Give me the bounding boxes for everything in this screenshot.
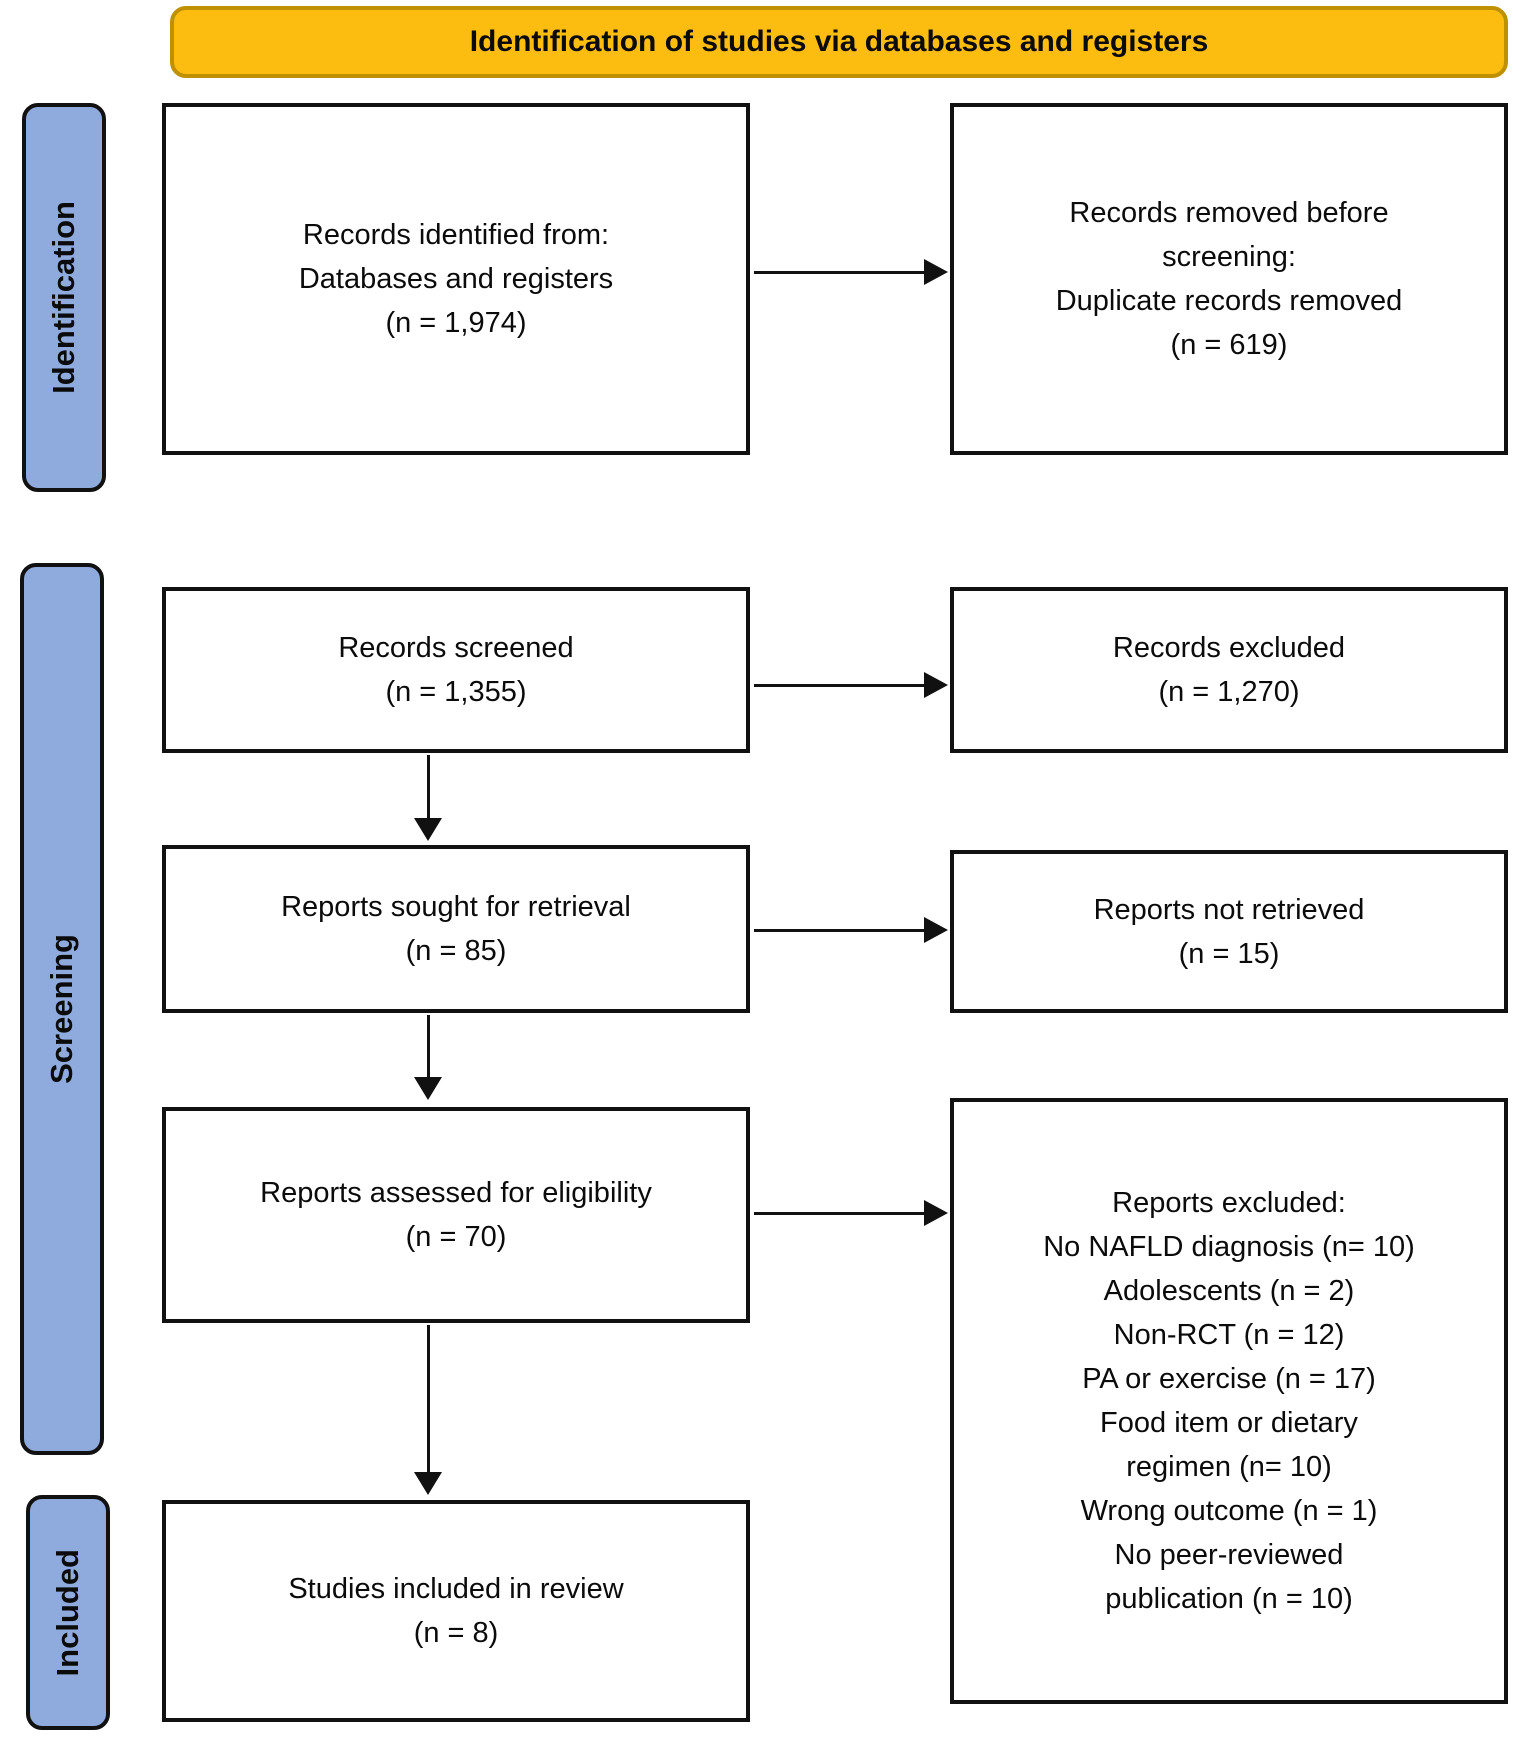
box-records-excluded-line: Records excluded [1112,632,1346,664]
box-reports-not-retrieved-line: Reports not retrieved [1093,893,1365,926]
arrow-screened-to-sought-line [427,755,430,819]
stage-label-identification-text: Identification [46,201,81,394]
box-reports-excluded-reason: regimen (n= 10) [1126,1451,1332,1483]
box-records-removed-line: screening: [1162,241,1296,273]
box-reports-excluded-reason: No peer-reviewed [1114,1539,1344,1571]
box-reports-sought-count: (n = 85) [405,935,507,967]
box-studies-included-line: Studies included in review [288,1573,624,1605]
box-records-removed-line: Records removed before [1069,197,1389,229]
box-records-identified-line: Records identified from: [302,219,610,251]
box-reports-assessed-count: (n = 70) [405,1221,507,1253]
box-records-removed-count: (n = 619) [1170,329,1288,361]
box-reports-not-retrieved: Reports not retrieved (n = 15) [950,850,1508,1013]
arrow-assessed-to-included-head [414,1472,442,1495]
arrow-screened-to-excluded-line [754,684,926,687]
box-reports-excluded-reason: Adolescents (n = 2) [1103,1275,1355,1307]
box-records-screened-line: Records screened [338,632,574,664]
box-records-removed: Records removed before screening: Duplic… [950,103,1508,455]
box-records-identified: Records identified from: Databases and r… [162,103,750,455]
box-reports-not-retrieved-count: (n = 15) [1178,937,1280,970]
box-studies-included: Studies included in review (n = 8) [162,1500,750,1722]
box-reports-assessed: Reports assessed for eligibility (n = 70… [162,1107,750,1323]
box-reports-excluded-reason: publication (n = 10) [1105,1583,1353,1615]
box-reports-excluded-reason: PA or exercise (n = 17) [1082,1363,1376,1395]
arrow-screened-to-excluded-head [924,672,948,698]
stage-label-screening-text: Screening [44,934,79,1084]
box-reports-excluded-reason: Wrong outcome (n = 1) [1080,1495,1378,1527]
arrow-sought-to-assessed-line [427,1015,430,1078]
box-records-identified-count: (n = 1,974) [385,307,527,339]
stage-label-included-text: Included [50,1548,85,1677]
arrow-identified-to-removed-line [754,271,926,274]
box-records-screened: Records screened (n = 1,355) [162,587,750,753]
box-reports-sought-line: Reports sought for retrieval [281,891,631,923]
box-reports-excluded-reason: Non-RCT (n = 12) [1113,1319,1345,1351]
box-records-identified-line: Databases and registers [298,263,614,295]
box-reports-excluded: Reports excluded: No NAFLD diagnosis (n=… [950,1098,1508,1704]
box-reports-excluded-heading: Reports excluded: [1112,1187,1346,1219]
arrow-sought-to-assessed-head [414,1077,442,1100]
box-records-excluded-count: (n = 1,270) [1158,676,1300,708]
box-records-removed-line: Duplicate records removed [1055,285,1403,317]
stage-label-identification: Identification [22,103,106,492]
arrow-assessed-to-excluded-head [924,1200,948,1226]
box-reports-assessed-line: Reports assessed for eligibility [260,1177,652,1209]
box-records-screened-count: (n = 1,355) [385,676,527,708]
arrow-sought-to-not-retrieved-line [754,929,926,932]
box-reports-sought: Reports sought for retrieval (n = 85) [162,845,750,1013]
arrow-identified-to-removed-head [924,259,948,285]
box-records-excluded: Records excluded (n = 1,270) [950,587,1508,753]
arrow-sought-to-not-retrieved-head [924,917,948,943]
box-reports-excluded-reason: No NAFLD diagnosis (n= 10) [1043,1231,1415,1263]
arrow-screened-to-sought-head [414,818,442,841]
box-reports-excluded-reason: Food item or dietary [1100,1407,1358,1439]
stage-label-included: Included [26,1495,110,1730]
arrow-assessed-to-excluded-line [754,1212,926,1215]
stage-label-screening: Screening [20,563,104,1455]
banner-label: Identification of studies via databases … [469,25,1209,58]
box-studies-included-count: (n = 8) [413,1617,499,1649]
banner-identification-of-studies: Identification of studies via databases … [170,6,1508,78]
arrow-assessed-to-included-line [427,1325,430,1473]
